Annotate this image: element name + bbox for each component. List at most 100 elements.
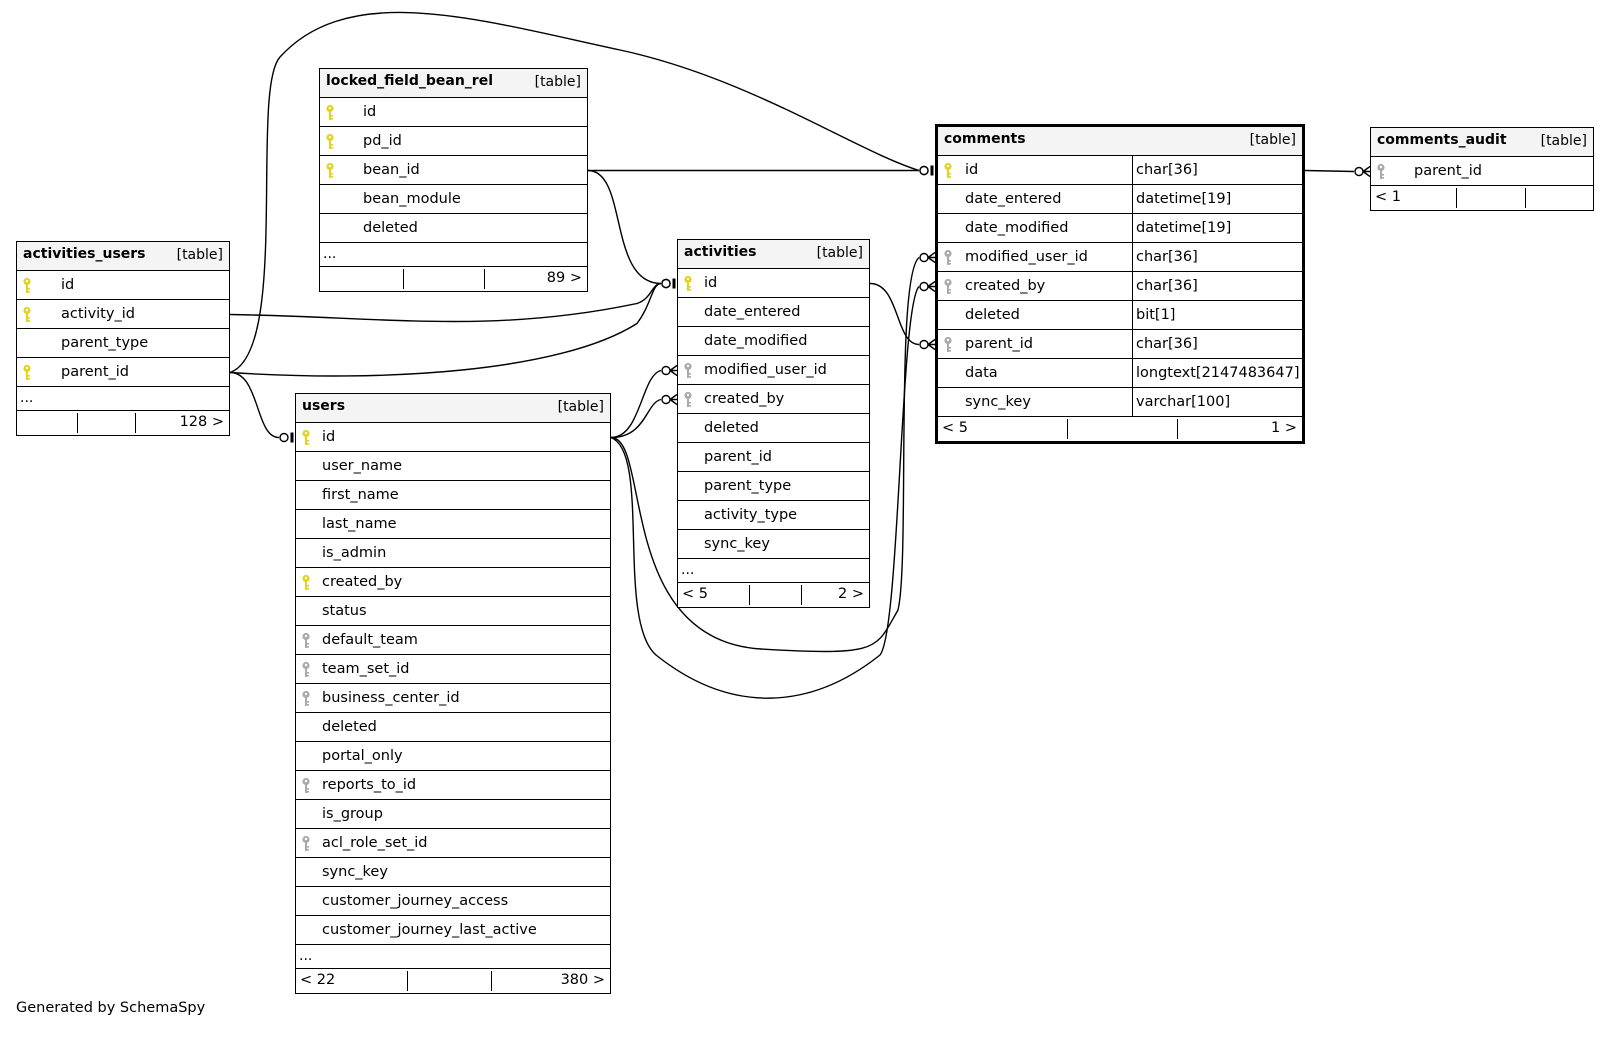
- column-row[interactable]: id: [296, 423, 610, 452]
- column-row[interactable]: customer_journey_last_active: [296, 916, 610, 945]
- parents-count[interactable]: < 22: [300, 972, 336, 988]
- column-row[interactable]: parent_type: [17, 329, 229, 358]
- column-row[interactable]: bean_id: [320, 156, 587, 185]
- generated-by-note: Generated by SchemaSpy: [16, 1000, 206, 1016]
- column-row[interactable]: default_team: [296, 626, 610, 655]
- column-divider: [1132, 301, 1133, 329]
- more-columns-indicator[interactable]: ...: [320, 243, 587, 267]
- table-header[interactable]: users[table]: [296, 394, 610, 423]
- column-row[interactable]: id: [320, 98, 587, 127]
- foreign-key-icon: [300, 777, 312, 795]
- column-row[interactable]: sync_key: [678, 530, 869, 559]
- column-row[interactable]: date_entered: [678, 298, 869, 327]
- column-row[interactable]: pd_id: [320, 127, 587, 156]
- column-name: date_entered: [965, 191, 1062, 207]
- column-row[interactable]: last_name: [296, 510, 610, 539]
- table-header[interactable]: activities_users[table]: [17, 242, 229, 271]
- table-header[interactable]: activities[table]: [678, 240, 869, 269]
- relationship-line[interactable]: [229, 282, 662, 377]
- footer-divider: [491, 971, 492, 991]
- parents-count[interactable]: < 5: [942, 420, 968, 436]
- relationship-line[interactable]: [610, 398, 662, 439]
- column-divider: [1132, 388, 1133, 416]
- column-row[interactable]: id: [678, 269, 869, 298]
- column-row[interactable]: bean_module: [320, 185, 587, 214]
- relationship-line[interactable]: [1304, 169, 1355, 173]
- relationship-line[interactable]: [610, 369, 662, 439]
- column-row[interactable]: id: [17, 271, 229, 300]
- foreign-key-icon: [300, 632, 312, 650]
- table-header[interactable]: comments_audit[table]: [1371, 128, 1593, 157]
- column-row[interactable]: parent_type: [678, 472, 869, 501]
- children-count[interactable]: 128 >: [179, 414, 224, 430]
- column-row[interactable]: parent_id: [1371, 157, 1593, 186]
- more-columns-indicator[interactable]: ...: [678, 559, 869, 583]
- column-row[interactable]: portal_only: [296, 742, 610, 771]
- ellipsis-label: ...: [20, 390, 34, 406]
- column-name: deleted: [965, 307, 1020, 323]
- parents-count[interactable]: < 1: [1375, 189, 1401, 205]
- children-count[interactable]: 2 >: [838, 586, 864, 602]
- column-type: datetime[19]: [1136, 191, 1232, 207]
- footer-divider: [801, 585, 802, 605]
- table-header[interactable]: locked_field_bean_rel[table]: [320, 69, 587, 98]
- column-name: is_admin: [322, 545, 387, 561]
- column-row[interactable]: user_name: [296, 452, 610, 481]
- column-row[interactable]: activity_id: [17, 300, 229, 329]
- parents-count[interactable]: < 5: [682, 586, 708, 602]
- column-type: char[36]: [1136, 278, 1198, 294]
- column-row[interactable]: deleted: [296, 713, 610, 742]
- table-comments-audit[interactable]: comments_audit[table]parent_id < 1: [1370, 127, 1594, 211]
- column-name: portal_only: [322, 748, 403, 764]
- column-row[interactable]: deleted: [678, 414, 869, 443]
- column-row[interactable]: deleted: [320, 214, 587, 243]
- column-row[interactable]: status: [296, 597, 610, 626]
- zero-or-many-marker: [919, 280, 936, 293]
- more-columns-indicator[interactable]: ...: [296, 945, 610, 969]
- column-divider: [1132, 214, 1133, 242]
- children-count[interactable]: 1 >: [1271, 420, 1297, 436]
- column-type: datetime[19]: [1136, 220, 1232, 236]
- column-row[interactable]: business_center_id: [296, 684, 610, 713]
- column-row[interactable]: parent_id: [678, 443, 869, 472]
- column-row[interactable]: team_set_id: [296, 655, 610, 684]
- relationship-line[interactable]: [229, 371, 280, 439]
- table-header[interactable]: comments[table]: [938, 127, 1302, 156]
- column-row[interactable]: date_entered datetime[19]: [938, 185, 1302, 214]
- column-row[interactable]: sync_key: [296, 858, 610, 887]
- column-row[interactable]: date_modified: [678, 327, 869, 356]
- column-type: longtext[2147483647]: [1136, 365, 1300, 381]
- column-name: default_team: [322, 632, 418, 648]
- column-row[interactable]: acl_role_set_id: [296, 829, 610, 858]
- column-row[interactable]: parent_id: [17, 358, 229, 387]
- column-row[interactable]: first_name: [296, 481, 610, 510]
- column-row[interactable]: is_admin: [296, 539, 610, 568]
- column-row[interactable]: modified_user_id: [678, 356, 869, 385]
- column-row[interactable]: created_by: [296, 568, 610, 597]
- relationship-line[interactable]: [869, 282, 920, 346]
- children-count[interactable]: 380 >: [560, 972, 605, 988]
- column-row[interactable]: created_by: [678, 385, 869, 414]
- relationship-line[interactable]: [587, 169, 662, 285]
- children-count[interactable]: 89 >: [546, 270, 582, 286]
- column-row[interactable]: activity_type: [678, 501, 869, 530]
- more-columns-indicator[interactable]: ...: [17, 387, 229, 411]
- column-divider: [1132, 359, 1133, 387]
- column-row[interactable]: is_group: [296, 800, 610, 829]
- footer-divider: [407, 971, 408, 991]
- column-row[interactable]: reports_to_id: [296, 771, 610, 800]
- column-row[interactable]: customer_journey_access: [296, 887, 610, 916]
